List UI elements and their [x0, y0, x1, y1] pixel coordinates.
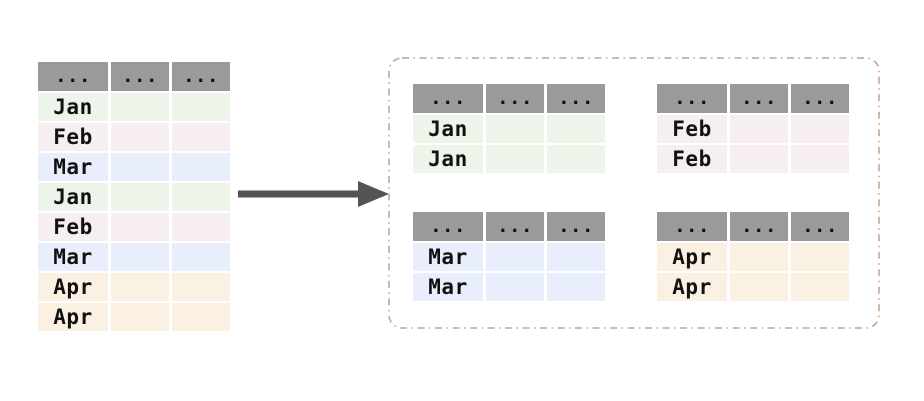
table-row: Jan — [413, 115, 605, 143]
header-cell: ... — [791, 84, 849, 113]
empty-cell — [111, 303, 169, 331]
empty-cell — [730, 145, 788, 173]
table-row: Apr — [657, 243, 849, 271]
empty-cell — [730, 273, 788, 301]
empty-cell — [111, 273, 169, 301]
header-cell: ... — [413, 84, 483, 113]
table-header-row: ... ... ... — [413, 212, 605, 241]
empty-cell — [486, 273, 544, 301]
header-cell: ... — [172, 62, 230, 91]
table-header-row: ... ... ... — [657, 84, 849, 113]
empty-cell — [791, 273, 849, 301]
table-row: Jan — [38, 93, 230, 121]
header-cell: ... — [657, 84, 727, 113]
row-label-cell: Apr — [38, 273, 108, 301]
row-label-cell: Apr — [38, 303, 108, 331]
row-label-cell: Jan — [413, 115, 483, 143]
table-row: Feb — [38, 123, 230, 151]
empty-cell — [547, 145, 605, 173]
table-row: Apr — [657, 273, 849, 301]
row-label-cell: Feb — [38, 123, 108, 151]
arrow-right-icon — [238, 181, 389, 207]
header-cell: ... — [730, 84, 788, 113]
table-row: Apr — [38, 273, 230, 301]
empty-cell — [111, 243, 169, 271]
group-table-mar: ... ... ... Mar Mar — [413, 212, 605, 303]
table-row: Apr — [38, 303, 230, 331]
table-row: Feb — [38, 213, 230, 241]
table-row: Feb — [657, 115, 849, 143]
empty-cell — [547, 115, 605, 143]
empty-cell — [791, 115, 849, 143]
header-cell: ... — [486, 84, 544, 113]
empty-cell — [791, 243, 849, 271]
header-cell: ... — [547, 212, 605, 241]
row-label-cell: Mar — [38, 243, 108, 271]
header-cell: ... — [791, 212, 849, 241]
header-cell: ... — [413, 212, 483, 241]
groups-container-border — [388, 57, 880, 329]
group-table-apr: ... ... ... Apr Apr — [657, 212, 849, 303]
group-table-feb: ... ... ... Feb Feb — [657, 84, 849, 175]
empty-cell — [172, 93, 230, 121]
source-table: ... ... ... Jan Feb Mar Jan Feb — [38, 62, 230, 333]
empty-cell — [730, 243, 788, 271]
empty-cell — [172, 123, 230, 151]
empty-cell — [111, 183, 169, 211]
empty-cell — [111, 213, 169, 241]
row-label-cell: Mar — [413, 273, 483, 301]
header-cell: ... — [111, 62, 169, 91]
row-label-cell: Jan — [38, 93, 108, 121]
header-cell: ... — [486, 212, 544, 241]
table-row: Jan — [38, 183, 230, 211]
table-row: Mar — [38, 153, 230, 181]
row-label-cell: Mar — [413, 243, 483, 271]
empty-cell — [486, 115, 544, 143]
header-cell: ... — [657, 212, 727, 241]
empty-cell — [730, 115, 788, 143]
table-header-row: ... ... ... — [413, 84, 605, 113]
group-table-jan: ... ... ... Jan Jan — [413, 84, 605, 175]
table-row: Jan — [413, 145, 605, 173]
empty-cell — [791, 145, 849, 173]
empty-cell — [547, 273, 605, 301]
row-label-cell: Apr — [657, 243, 727, 271]
header-cell: ... — [38, 62, 108, 91]
table-header-row: ... ... ... — [38, 62, 230, 91]
header-cell: ... — [730, 212, 788, 241]
empty-cell — [547, 243, 605, 271]
empty-cell — [486, 145, 544, 173]
empty-cell — [172, 183, 230, 211]
empty-cell — [111, 93, 169, 121]
empty-cell — [111, 153, 169, 181]
empty-cell — [111, 123, 169, 151]
table-row: Mar — [413, 273, 605, 301]
row-label-cell: Feb — [657, 115, 727, 143]
header-cell: ... — [547, 84, 605, 113]
empty-cell — [172, 213, 230, 241]
row-label-cell: Jan — [38, 183, 108, 211]
row-label-cell: Mar — [38, 153, 108, 181]
table-row: Mar — [38, 243, 230, 271]
table-header-row: ... ... ... — [657, 212, 849, 241]
table-row: Mar — [413, 243, 605, 271]
empty-cell — [172, 273, 230, 301]
table-row: Feb — [657, 145, 849, 173]
empty-cell — [172, 243, 230, 271]
row-label-cell: Apr — [657, 273, 727, 301]
empty-cell — [172, 303, 230, 331]
row-label-cell: Feb — [38, 213, 108, 241]
row-label-cell: Feb — [657, 145, 727, 173]
row-label-cell: Jan — [413, 145, 483, 173]
empty-cell — [486, 243, 544, 271]
empty-cell — [172, 153, 230, 181]
